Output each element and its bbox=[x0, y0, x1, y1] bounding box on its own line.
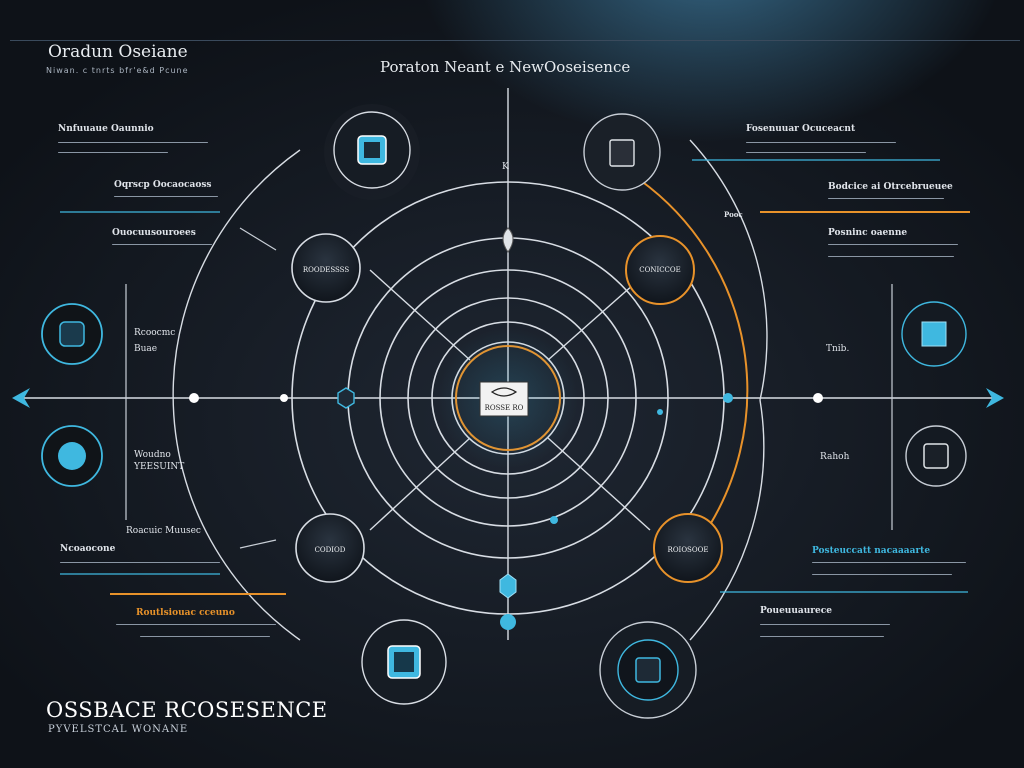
node-upper-right bbox=[625, 235, 695, 305]
diagram-title: Poraton Neant e NewOoseisence bbox=[380, 58, 631, 76]
block-mr2-heading: Poueuuaurece bbox=[760, 606, 832, 616]
node-lower-right-label: ROIOSOOE bbox=[667, 546, 709, 554]
block-ml-line bbox=[60, 562, 220, 563]
square-device-icon bbox=[59, 321, 85, 347]
axis-dot-left bbox=[189, 393, 199, 403]
left-connector bbox=[239, 227, 277, 549]
block-tr2-line bbox=[828, 198, 944, 199]
left-arrow-icon bbox=[12, 388, 30, 408]
block-tr3-line bbox=[828, 244, 958, 245]
block-ml-heading: Ncoaocone bbox=[60, 544, 116, 554]
eye-icon bbox=[490, 387, 518, 397]
block-tl2-heading: Oqrscp Oocaocaoss bbox=[114, 180, 212, 190]
axis-dot-inner-left bbox=[280, 394, 288, 402]
monitor-icon bbox=[635, 657, 661, 683]
left-upper-side-node bbox=[41, 303, 103, 365]
block-mr-heading: Posteuccatt nacaaaarte bbox=[812, 546, 931, 556]
node-upper-right-label: CONICCOE bbox=[639, 266, 681, 274]
top-left-icon-node bbox=[324, 104, 420, 200]
block-tl3-heading: Ouocuusouroees bbox=[112, 228, 196, 238]
diagonal-sw bbox=[369, 437, 471, 531]
hex-marker-icon bbox=[337, 387, 355, 409]
block-tr2-heading: Bodcice ai Otrcebrueuee bbox=[828, 182, 953, 192]
right-lower-label: Rahoh bbox=[820, 452, 850, 462]
accent-dot-hi bbox=[657, 409, 663, 415]
center-label: ROSSE RO bbox=[484, 404, 524, 412]
top-marker-label: K bbox=[502, 162, 509, 172]
page-title: Oradun Oseiane bbox=[48, 42, 188, 62]
right-arrow-icon bbox=[986, 388, 1004, 408]
block-mr-line bbox=[812, 562, 966, 563]
pin-icon bbox=[502, 227, 514, 253]
block-tr3-line2 bbox=[828, 256, 954, 257]
outer-arc-right bbox=[689, 139, 768, 401]
block-tr3-heading: Posninc oaenne bbox=[828, 228, 908, 238]
low-marker-icon bbox=[499, 573, 517, 599]
cube-icon bbox=[921, 321, 947, 347]
axis-dots bbox=[189, 393, 823, 403]
accent-dot-low-1 bbox=[550, 516, 558, 524]
brand-subtitle: PYVELSTCAL WONANE bbox=[48, 724, 189, 735]
grid-panel-icon bbox=[923, 443, 949, 469]
clipboard-icon bbox=[609, 139, 635, 167]
block-ml2-heading: Routlsiouac cceuno bbox=[136, 608, 235, 618]
accent-dot-low-2 bbox=[500, 614, 516, 630]
block-mr2-line2 bbox=[760, 636, 884, 637]
accent-dot-right bbox=[723, 393, 733, 403]
left-upper-label-2: Buae bbox=[134, 344, 158, 354]
right-lower-side-node bbox=[905, 425, 967, 487]
node-lower-right bbox=[653, 513, 723, 583]
axis-dot-right bbox=[813, 393, 823, 403]
orange-arc bbox=[639, 179, 749, 541]
block-ml2-line bbox=[116, 624, 276, 625]
outer-arc-right-low bbox=[689, 399, 765, 641]
orange-lines bbox=[110, 211, 970, 595]
diagonal-nw bbox=[369, 269, 471, 361]
node-lower-left bbox=[295, 513, 365, 583]
diagonal-se bbox=[547, 437, 651, 531]
left-middle-label-1: Woudno bbox=[134, 450, 171, 460]
left-lower-side-node bbox=[41, 425, 103, 487]
top-right-icon-node bbox=[583, 113, 661, 191]
block-tl3-line bbox=[112, 244, 212, 245]
side-brackets bbox=[125, 227, 893, 549]
accent-lines bbox=[60, 159, 968, 593]
node-upper-left bbox=[291, 233, 361, 303]
block-tl1-line2 bbox=[58, 152, 168, 153]
block-tr1-line2 bbox=[746, 152, 866, 153]
block-tr1-heading: Fosenuuar Ocuceacnt bbox=[746, 124, 856, 134]
right-upper-label: Tnib. bbox=[826, 344, 850, 354]
block-mr2-line bbox=[760, 624, 890, 625]
block-tl2-line bbox=[114, 196, 218, 197]
node-upper-left-label: ROODESSSS bbox=[302, 266, 350, 274]
globe-icon bbox=[58, 442, 86, 470]
bottom-right-icon-node bbox=[599, 621, 697, 719]
block-tr1-line bbox=[746, 142, 896, 143]
header-divider bbox=[10, 40, 1020, 41]
outer-arcs bbox=[172, 139, 768, 641]
block-tl1-line bbox=[58, 142, 208, 143]
left-middle-label-2: YEESUINT bbox=[134, 462, 185, 472]
block-tr-small: Pooc bbox=[724, 210, 743, 219]
accent-dots bbox=[500, 393, 733, 630]
outer-arc-left bbox=[172, 149, 301, 641]
block-tl1-heading: Nnfuuaue Oaunnio bbox=[58, 124, 154, 134]
brand-name: OSSBACE RCOSESENCE bbox=[46, 698, 328, 722]
left-lower-label: Roacuic Muusec bbox=[126, 526, 201, 536]
node-lower-left-label: CODIOD bbox=[314, 546, 346, 554]
bottom-left-icon-node bbox=[361, 619, 447, 705]
right-upper-side-node bbox=[901, 301, 967, 367]
page-subtitle: Niwan. c tnrts bfr'e&d Pcune bbox=[46, 66, 189, 75]
block-mr-line2 bbox=[812, 574, 952, 575]
block-ml2-line2 bbox=[140, 636, 270, 637]
left-upper-label-1: Rcoocmc bbox=[134, 328, 176, 338]
